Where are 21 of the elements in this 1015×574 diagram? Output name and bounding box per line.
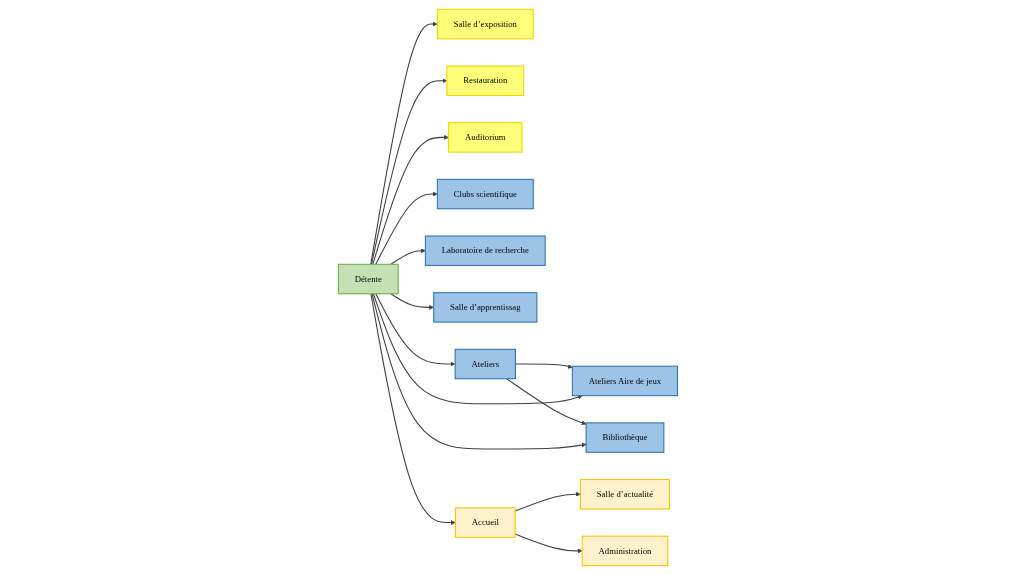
node-box: Salle d’actualité xyxy=(579,478,670,509)
arrow xyxy=(372,292,583,404)
arrow xyxy=(514,533,582,553)
node-box: Accueil xyxy=(454,506,516,538)
arrow xyxy=(374,292,455,366)
arrow xyxy=(505,377,586,425)
arrow xyxy=(370,77,447,265)
node-box: Ateliers Aire de jeux xyxy=(571,365,678,396)
node-box: Détente xyxy=(337,263,399,294)
node-box: Administration xyxy=(581,535,668,566)
node-box: Clubs scientifique xyxy=(436,178,534,209)
node-box: Laboratoire de recherche xyxy=(424,234,546,266)
arrow xyxy=(389,292,434,310)
node-box: Salle d’exposition xyxy=(436,8,534,39)
arrow xyxy=(371,134,449,265)
node-box: Bibliothèque xyxy=(585,421,664,453)
node-box: Salle d’apprentissag xyxy=(432,291,537,323)
node-box: Auditorium xyxy=(447,121,523,153)
node-box: Ateliers xyxy=(454,348,516,379)
node-box: Restauration xyxy=(445,65,524,96)
arrow xyxy=(371,292,586,450)
